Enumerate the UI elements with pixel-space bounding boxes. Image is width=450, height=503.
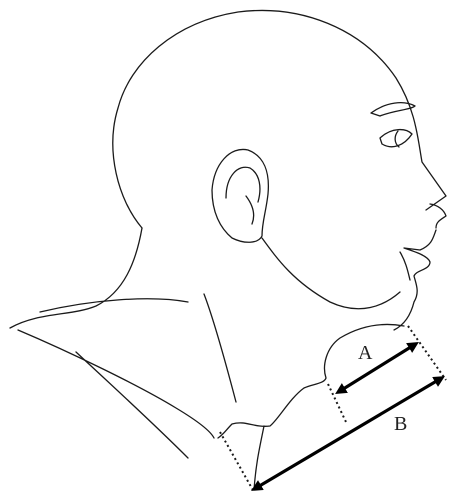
mouth-chin <box>394 230 436 330</box>
shoulder-upper <box>40 299 188 312</box>
jaw-line <box>262 238 400 309</box>
mouth-crease <box>400 252 410 280</box>
nose-base <box>430 204 446 228</box>
label-b: B <box>394 413 407 435</box>
neck-front <box>254 426 264 490</box>
eye-iris <box>395 131 399 147</box>
measurement-arrow-a <box>340 345 414 391</box>
ear-inner <box>226 167 260 202</box>
head-outline <box>113 10 446 228</box>
neck-crease <box>204 294 236 402</box>
shoulder-line <box>18 330 214 438</box>
eyebrow <box>371 103 415 116</box>
throat-contour <box>218 325 404 439</box>
neck-back <box>10 228 142 328</box>
measurement-arrow-b <box>256 379 440 488</box>
ear-lobe <box>246 196 254 224</box>
label-a: A <box>358 342 373 364</box>
reference-line-chin <box>408 326 446 380</box>
reference-line-notch <box>220 432 254 492</box>
